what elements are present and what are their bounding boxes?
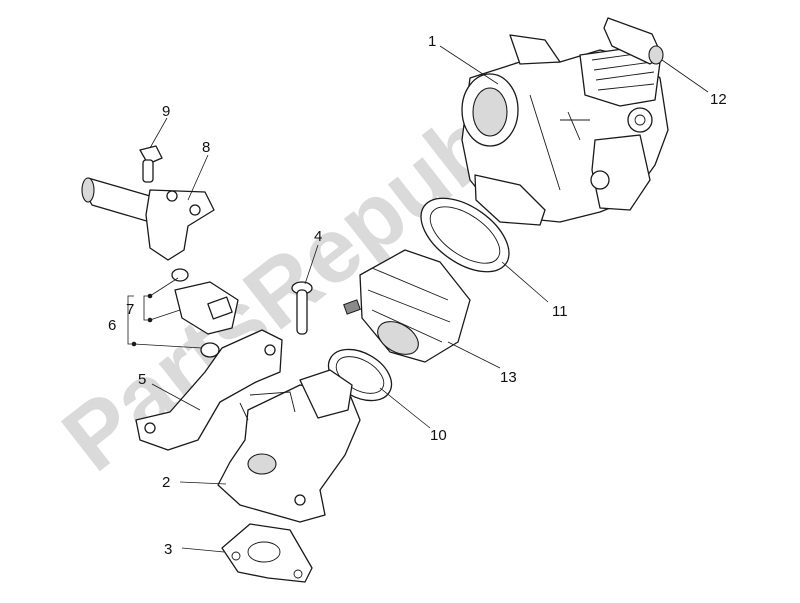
part-7-sensor xyxy=(171,268,239,358)
leader-lines xyxy=(127,45,709,553)
part-8-bracket xyxy=(81,177,215,261)
callout-3: 3 xyxy=(164,541,172,558)
callout-10: 10 xyxy=(430,427,447,444)
leader-5 xyxy=(151,383,201,411)
part-9-bolt xyxy=(139,145,163,183)
part-11-o-ring xyxy=(420,197,510,273)
part-2-intake-flange xyxy=(217,369,361,523)
bracket-7 xyxy=(143,295,150,321)
callout-9: 9 xyxy=(162,103,170,120)
leader-7a xyxy=(149,277,179,297)
leader-12 xyxy=(661,59,709,93)
callout-5: 5 xyxy=(138,371,146,388)
leader-8 xyxy=(187,154,209,201)
callout-6: 6 xyxy=(108,317,116,334)
leader-9 xyxy=(149,117,168,149)
part-4-screw xyxy=(291,281,313,335)
leader-7b xyxy=(149,309,181,321)
callout-12: 12 xyxy=(710,91,727,108)
part-1-throttle-body xyxy=(461,34,669,226)
leader-6 xyxy=(133,343,203,349)
bracket-6 xyxy=(127,295,134,345)
part-13-intake-manifold xyxy=(343,249,471,363)
leader-10 xyxy=(379,387,431,429)
part-12-cap xyxy=(603,17,664,65)
callout-8: 8 xyxy=(202,139,210,156)
part-5-bracket xyxy=(135,329,283,451)
callout-13: 13 xyxy=(500,369,517,386)
callout-7: 7 xyxy=(126,301,134,318)
leader-11 xyxy=(501,261,549,303)
callout-4: 4 xyxy=(314,228,322,245)
leader-2 xyxy=(179,481,227,485)
dot-7a xyxy=(147,293,153,299)
part-3-gasket xyxy=(221,523,313,583)
leader-13 xyxy=(447,341,501,369)
callout-1: 1 xyxy=(428,33,436,50)
leader-3 xyxy=(181,547,225,553)
callout-2: 2 xyxy=(162,474,170,491)
leader-4 xyxy=(304,244,319,285)
dot-7b xyxy=(147,317,153,323)
dot-6 xyxy=(131,341,137,347)
leader-1 xyxy=(439,45,499,85)
callout-11: 11 xyxy=(552,303,568,320)
callout-labels: 1 2 3 4 5 6 7 8 9 10 11 12 13 xyxy=(108,33,727,558)
